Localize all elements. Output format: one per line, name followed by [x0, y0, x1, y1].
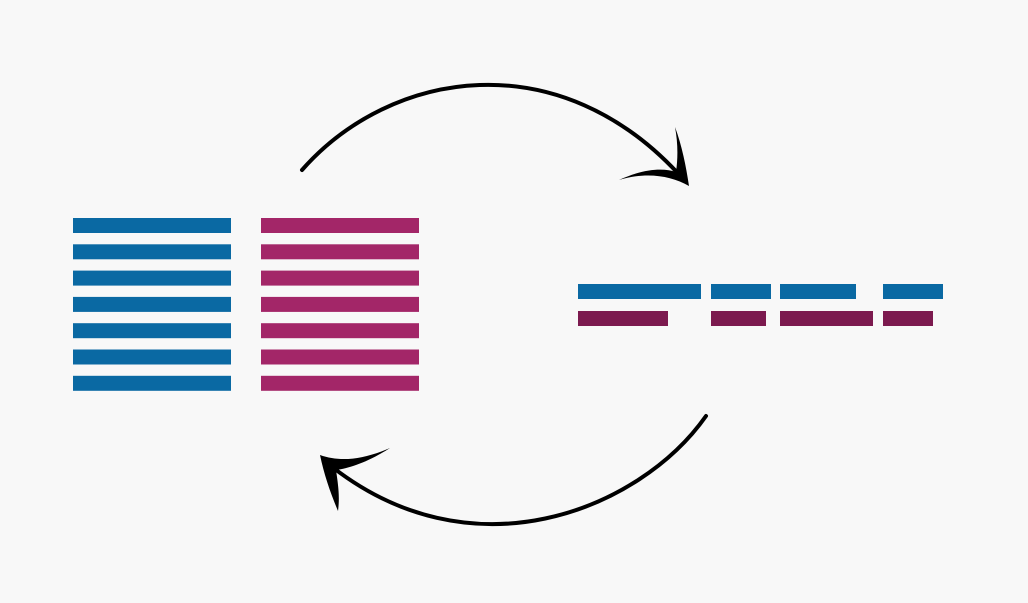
blue-row: [578, 284, 943, 299]
blue-row-segment: [711, 284, 771, 299]
bottom-arrow-shaft: [324, 414, 708, 526]
blue-stack-bar: [73, 218, 231, 233]
magenta-row-segment: [711, 311, 766, 326]
left-bar-stacks: [73, 218, 419, 391]
magenta-stack: [261, 218, 419, 391]
blue-stack-bar: [73, 270, 231, 286]
magenta-stack-bar: [261, 323, 419, 339]
bottom-arrow-head-icon: [320, 448, 390, 511]
magenta-stack-bar: [261, 375, 419, 391]
blue-stack-bar: [73, 349, 231, 365]
blue-row-segment: [883, 284, 943, 299]
magenta-row: [578, 311, 933, 326]
blue-stack-bar: [73, 323, 231, 339]
top-arrow-head-icon: [619, 127, 689, 186]
bottom-curved-arrow: [320, 414, 708, 526]
blue-stack-bar: [73, 244, 231, 260]
magenta-stack-bar: [261, 349, 419, 365]
blue-stack-bar: [73, 296, 231, 312]
magenta-row-segment: [780, 311, 873, 326]
blue-stack: [73, 218, 231, 391]
blue-row-segment: [780, 284, 856, 299]
blue-stack-bar: [73, 375, 231, 391]
blue-row-segment: [578, 284, 701, 299]
magenta-stack-bar: [261, 244, 419, 260]
magenta-row-segment: [578, 311, 668, 326]
magenta-row-segment: [883, 311, 933, 326]
right-segment-rows: [578, 284, 943, 326]
top-curved-arrow: [300, 82, 689, 186]
magenta-stack-bar: [261, 218, 419, 233]
magenta-stack-bar: [261, 270, 419, 286]
magenta-stack-bar: [261, 296, 419, 312]
top-arrow-shaft: [300, 82, 686, 182]
